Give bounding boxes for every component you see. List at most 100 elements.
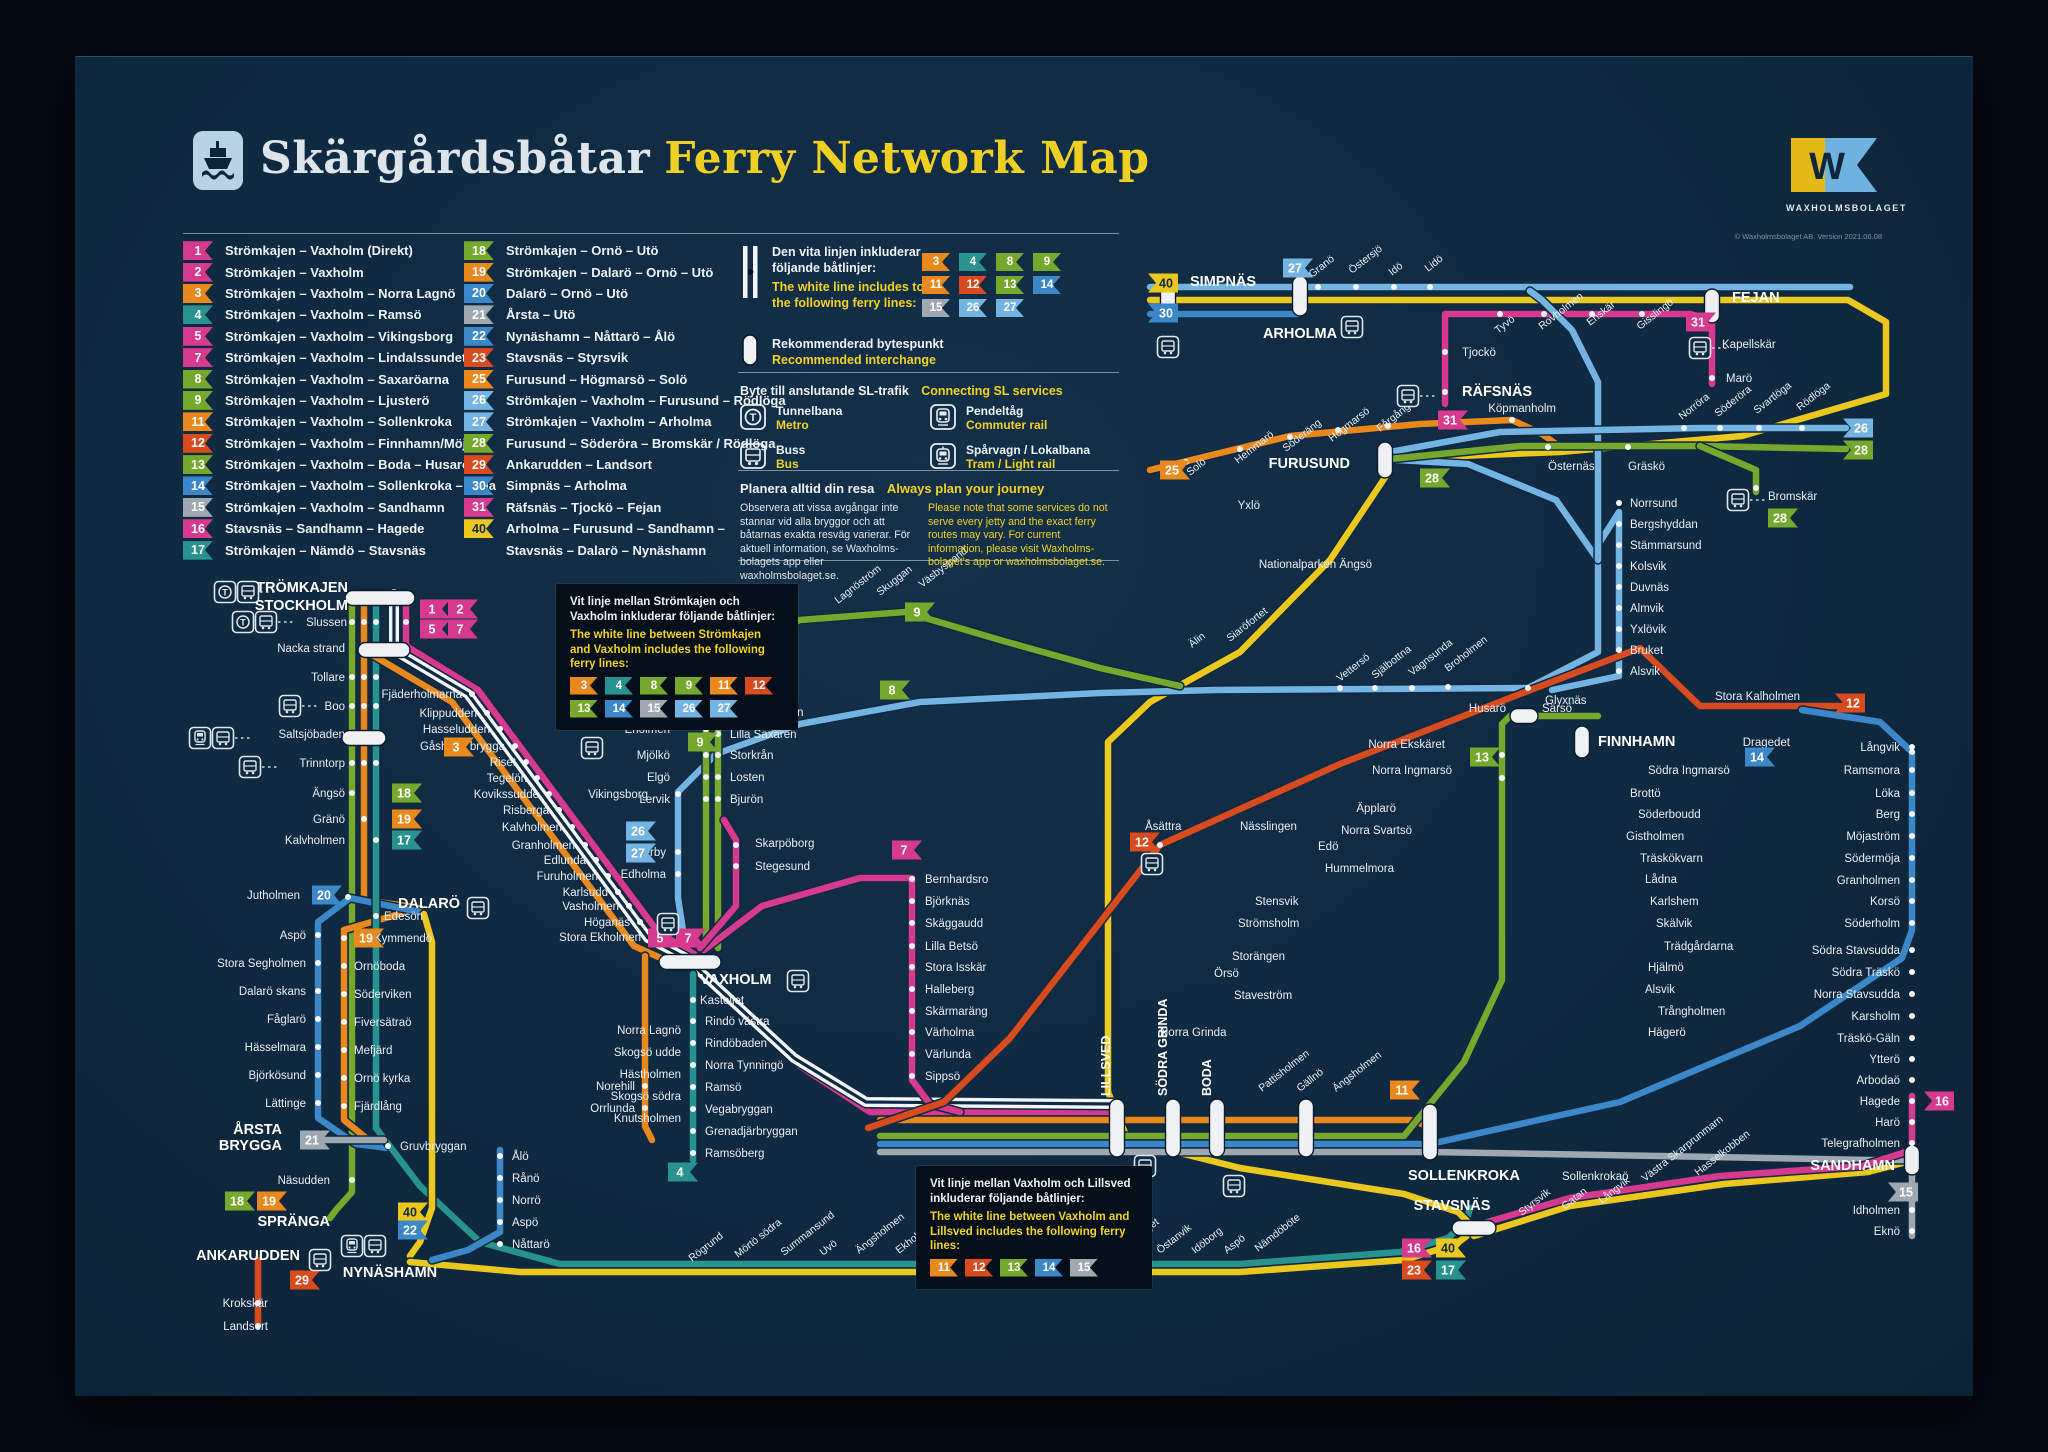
route-badge-40: 40 — [464, 519, 494, 538]
station-dot — [1385, 423, 1391, 429]
station-dot — [909, 964, 915, 970]
station-dot — [1499, 752, 1505, 758]
station-dot — [349, 760, 355, 766]
interchange-pill — [1509, 707, 1539, 725]
route-badge-15: 15 — [1070, 1259, 1098, 1277]
map-route-badge-7: 7 — [448, 619, 478, 639]
line-orange — [876, 1116, 1432, 1130]
station-dot — [341, 935, 347, 941]
station-label: Aspö — [280, 930, 306, 942]
svg-text:28: 28 — [1854, 444, 1868, 458]
station-dot — [675, 849, 681, 855]
station-dot — [1287, 434, 1293, 440]
station-label: Söderviken — [354, 989, 412, 1001]
interchange-symbol — [742, 334, 758, 371]
interchange-pill — [344, 589, 416, 607]
station-dot — [1909, 969, 1915, 975]
train-icon — [930, 404, 956, 435]
station-label: Norra Stavsudda — [1814, 989, 1901, 1001]
station-dot — [1616, 563, 1622, 569]
station-dot — [1717, 425, 1723, 431]
svg-text:16: 16 — [1935, 1095, 1949, 1109]
station-label: Tegelön — [487, 773, 527, 785]
station-label: Södermöja — [1844, 853, 1900, 865]
route-badge-27: 27 — [710, 700, 738, 718]
station-label: Tjockö — [1462, 347, 1496, 359]
station-label: Södra Träskö — [1832, 967, 1900, 979]
station-label: Vasholmen — [562, 901, 619, 913]
station-dot — [1442, 349, 1448, 355]
station-dot — [1157, 842, 1163, 848]
station-dot — [690, 1084, 696, 1090]
station-dot — [1616, 500, 1622, 506]
svg-text:17: 17 — [397, 834, 411, 848]
station-label: Orrlunda — [590, 1103, 635, 1115]
route-badge-30: 30 — [464, 476, 494, 495]
station-label: Kymmendö — [374, 933, 432, 945]
station-dot — [690, 1062, 696, 1068]
station-label: Telegrafholmen — [1821, 1138, 1900, 1150]
station-dot — [373, 913, 379, 919]
station-label: Skälvik — [1656, 918, 1693, 930]
station-label: Södra Stavsudda — [1812, 945, 1901, 957]
station-label: Fåglarö — [267, 1014, 306, 1026]
legend-divider-plan — [738, 470, 1119, 471]
station-label: Köpmanholm — [1488, 403, 1556, 415]
map-route-badge-1: 1 — [420, 599, 450, 619]
map-route-badge-7: 7 — [676, 928, 706, 948]
route-badge-9: 9 — [675, 677, 703, 695]
route-badge-25: 25 — [464, 370, 494, 389]
station-label: BODA — [1200, 1059, 1214, 1096]
map-route-badge-27: 27 — [1283, 258, 1313, 278]
route-name: Strömkajen – Vaxholm – Lindalssundet — [225, 350, 467, 366]
svg-text:7: 7 — [901, 844, 908, 858]
station-label: Själbottna — [1369, 643, 1413, 681]
svg-text:19: 19 — [359, 932, 373, 946]
station-label: Kapellskär — [1722, 339, 1776, 351]
route-name: Ankarudden – Landsort — [506, 457, 652, 473]
station-dot — [349, 703, 355, 709]
station-label: Hummelmora — [1325, 863, 1395, 875]
bus-icon — [786, 969, 810, 993]
svg-text:40: 40 — [1441, 1242, 1455, 1256]
map-route-badge-14: 14 — [1745, 747, 1775, 767]
station-label: Boo — [325, 701, 345, 713]
route-badge-14: 14 — [605, 700, 633, 718]
route-badge-15: 15 — [183, 498, 213, 517]
map-route-badge-8: 8 — [880, 680, 910, 700]
station-dot — [1909, 1140, 1915, 1146]
station-label: Söderöra — [1712, 383, 1754, 419]
station-label: Stora Segholmen — [217, 958, 306, 970]
station-label: Eknö — [1874, 1226, 1900, 1238]
route-badge-3: 3 — [922, 253, 950, 271]
station-dot — [556, 807, 562, 813]
station-label: Kastellet — [700, 995, 745, 1007]
station-label: RÄFSNÄS — [1462, 383, 1532, 400]
station-label: Jutholmen — [247, 890, 300, 902]
station-label: ÅRSTA — [233, 1121, 282, 1138]
bus-icon — [1688, 336, 1712, 360]
route-badge-2: 2 — [183, 263, 213, 282]
map-route-badge-29: 29 — [290, 1270, 320, 1290]
station-label: Almvik — [1630, 603, 1664, 615]
station-label: Lådna — [1645, 874, 1678, 886]
station-label: Dalarö skans — [239, 986, 306, 998]
station-label: Stora Ekholmen — [559, 932, 641, 944]
station-label: Karsholm — [1851, 1011, 1900, 1023]
route-badge-12: 12 — [183, 434, 213, 453]
bus-icon — [1396, 384, 1420, 408]
svg-text:7: 7 — [457, 623, 464, 637]
station-dot — [690, 1018, 696, 1024]
station-label: Nacka strand — [277, 643, 345, 655]
station-dot — [1589, 311, 1595, 317]
